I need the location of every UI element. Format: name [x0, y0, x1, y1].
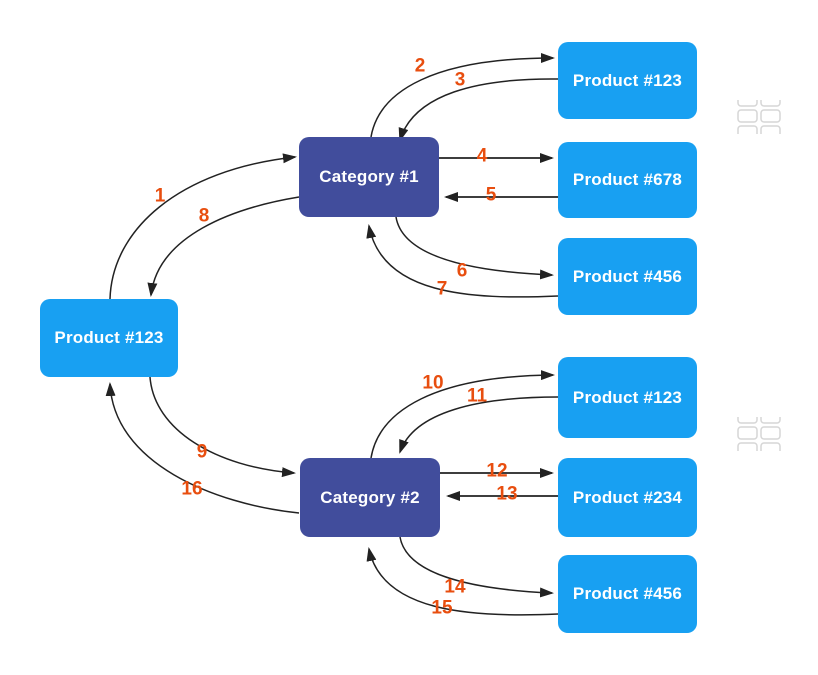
edge-arrow-10[interactable]: [370, 370, 555, 459]
node-product-456-bottom[interactable]: Product #456: [558, 555, 697, 633]
edge-arrow-9[interactable]: [149, 376, 296, 478]
node-product-123-bottom[interactable]: Product #123: [558, 357, 697, 438]
edge-arrow-2[interactable]: [370, 53, 555, 138]
node-product-123-top[interactable]: Product #123: [558, 42, 697, 119]
node-product-123-left[interactable]: Product #123: [40, 299, 178, 377]
edge-label-15: 15: [431, 597, 453, 619]
edge-arrow-6[interactable]: [395, 216, 554, 280]
node-label: Product #123: [572, 70, 683, 90]
node-category-1[interactable]: Category #1: [299, 137, 439, 217]
node-product-678[interactable]: Product #678: [558, 142, 697, 218]
edge-label-10: 10: [422, 372, 444, 394]
edge-arrow-14[interactable]: [399, 536, 554, 598]
node-label: Product #123: [54, 328, 164, 347]
edge-label-2: 2: [414, 55, 426, 77]
node-label: Product #234: [572, 487, 683, 507]
edge-arrow-15[interactable]: [366, 547, 559, 616]
edge-label-9: 9: [196, 441, 208, 463]
node-label: Category #1: [319, 167, 419, 186]
node-category-2[interactable]: Category #2: [300, 458, 440, 537]
edge-label-3: 3: [454, 69, 466, 91]
node-label: Product #456: [572, 266, 683, 286]
edge-label-4: 4: [476, 145, 488, 167]
collapsed-items-icon[interactable]: [737, 100, 781, 134]
edge-label-8: 8: [198, 205, 210, 227]
collapsed-items-icon[interactable]: [737, 417, 781, 451]
edge-label-5: 5: [485, 184, 497, 206]
edge-label-16: 16: [181, 478, 203, 500]
edge-label-14: 14: [444, 576, 466, 598]
node-product-234[interactable]: Product #234: [558, 458, 697, 537]
node-label: Product #678: [572, 170, 683, 189]
node-product-456-top[interactable]: Product #456: [558, 238, 697, 315]
node-label: Product #123: [572, 387, 683, 407]
edge-arrow-3[interactable]: [398, 78, 559, 142]
edge-arrow-7[interactable]: [366, 224, 559, 298]
edge-arrow-8[interactable]: [147, 196, 300, 297]
edge-label-1: 1: [154, 185, 166, 207]
edge-arrow-1[interactable]: [109, 153, 297, 300]
node-label: Product #456: [572, 584, 683, 603]
edge-label-7: 7: [436, 278, 448, 300]
edge-arrow-11[interactable]: [399, 396, 559, 454]
edge-label-12: 12: [486, 460, 508, 482]
edge-label-6: 6: [456, 260, 468, 282]
edge-arrow-16[interactable]: [105, 382, 300, 514]
edge-label-11: 11: [466, 385, 488, 407]
node-label: Category #2: [320, 487, 420, 507]
edge-label-13: 13: [496, 483, 518, 505]
